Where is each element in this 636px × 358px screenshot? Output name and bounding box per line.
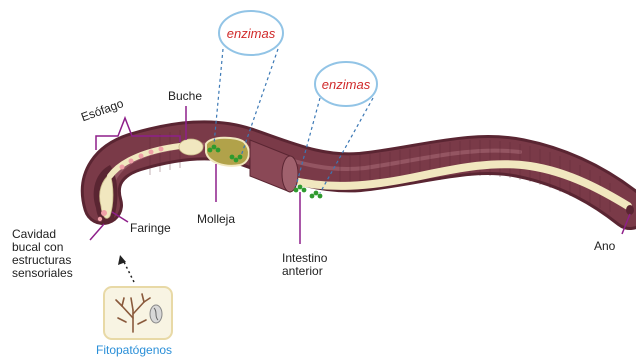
esophagus-dot: [149, 150, 154, 155]
label-cavidad-3: estructuras: [12, 253, 71, 267]
fitopatogenos-arrow: [118, 255, 134, 282]
enzyme-label-2: enzimas: [322, 77, 371, 92]
esophagus-dot: [120, 165, 125, 170]
cut-section-face: [282, 156, 298, 192]
label-molleja: Molleja: [197, 212, 235, 226]
mouth-structure-2: [98, 217, 102, 221]
esophagus-dot: [139, 154, 144, 159]
crop: [179, 139, 203, 155]
fitopatogenos-box: [104, 287, 172, 339]
egg-icon: [150, 305, 162, 323]
label-fitopatogenos: Fitopatógenos: [96, 343, 172, 357]
tail-tip: [626, 205, 634, 215]
esophagus-dot: [129, 159, 134, 164]
label-faringe: Faringe: [130, 221, 171, 235]
mouth-structure-1: [101, 210, 107, 216]
enzyme-label-1: enzimas: [227, 26, 276, 41]
label-intestino-2: anterior: [282, 264, 323, 278]
label-esofago: Esófago: [79, 96, 125, 124]
cavidad-leader: [90, 224, 104, 240]
label-ano: Ano: [594, 239, 616, 253]
esophagus-dot: [159, 147, 164, 152]
label-buche: Buche: [168, 89, 202, 103]
label-cavidad-4: sensoriales: [12, 266, 73, 280]
label-cavidad-1: Cavidad: [12, 227, 56, 241]
label-intestino-1: Intestino: [282, 251, 328, 265]
label-cavidad-2: bucal con: [12, 240, 63, 254]
